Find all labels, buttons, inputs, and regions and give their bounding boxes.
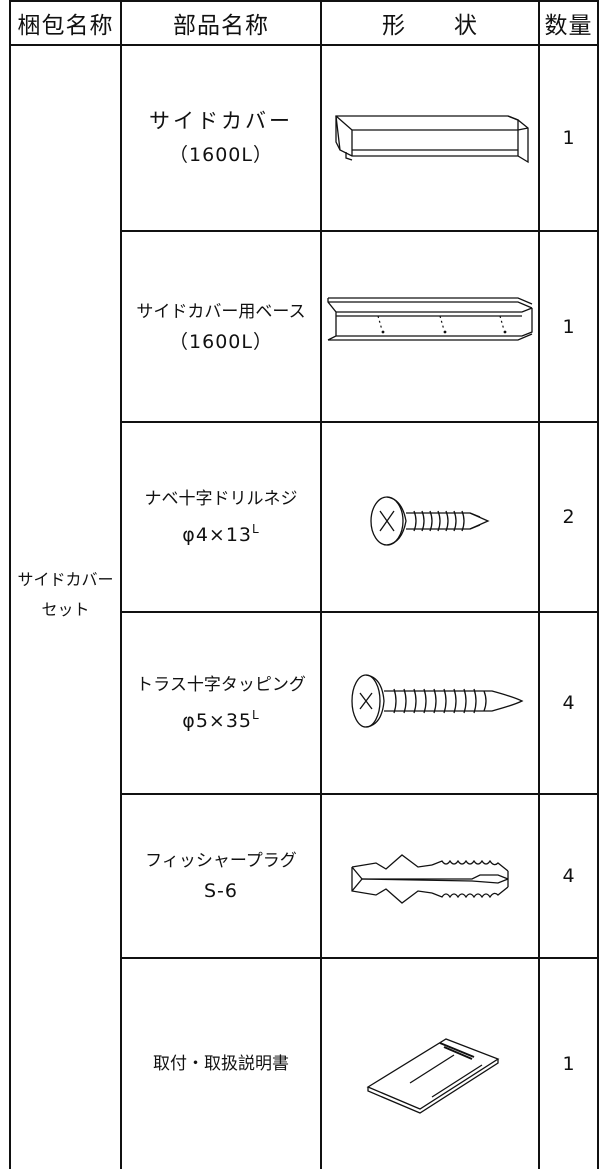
header-package-name-label: 梱包名称 <box>17 13 114 39</box>
quantity-cell: 1 <box>540 959 597 1169</box>
part-name-cell: フィッシャープラグ S-6 <box>122 795 320 957</box>
part-name-size: φ5×35 <box>182 710 253 732</box>
part-name-length-unit: L <box>252 522 260 536</box>
part-name-line2: （1600L） <box>169 330 273 353</box>
shape-cell <box>322 613 538 793</box>
quantity-value: 4 <box>562 865 575 887</box>
package-name-line1: サイドカバー <box>17 570 114 589</box>
package-name-cell: サイドカバー セット <box>11 560 120 630</box>
column-divider-shape <box>538 0 540 1169</box>
quantity-value: 4 <box>562 692 575 714</box>
table-border-top <box>9 0 599 2</box>
header-quantity: 数量 <box>540 2 597 44</box>
quantity-value: 1 <box>562 127 575 149</box>
header-shape: 形 状 <box>322 2 538 44</box>
part-name-line1: サイドカバー用ベース <box>136 301 306 322</box>
side-cover-base-icon <box>327 297 533 341</box>
package-name-line2: セット <box>41 600 90 619</box>
header-part-name: 部品名称 <box>122 2 320 44</box>
shape-cell <box>322 423 538 611</box>
shape-cell <box>322 959 538 1169</box>
drill-screw-icon <box>370 496 490 546</box>
part-name-cell: 取付・取扱説明書 <box>122 959 320 1169</box>
shape-cell <box>322 795 538 957</box>
part-name-cell: ナベ十字ドリルネジ φ4×13L <box>122 423 320 611</box>
quantity-cell: 1 <box>540 232 597 421</box>
part-name-line1: 取付・取扱説明書 <box>153 1054 289 1074</box>
part-name-line2: （1600L） <box>169 144 273 166</box>
row-divider-5 <box>120 957 599 959</box>
part-name-line1: サイドカバー <box>149 109 293 133</box>
table-border-left <box>9 0 11 1169</box>
quantity-value: 2 <box>562 506 575 528</box>
part-name-cell: サイドカバー （1600L） <box>122 46 320 230</box>
header-quantity-label: 数量 <box>544 13 593 39</box>
manual-booklet-icon <box>366 1038 500 1114</box>
table-border-right <box>597 0 599 1169</box>
quantity-cell: 4 <box>540 613 597 793</box>
quantity-cell: 1 <box>540 46 597 230</box>
part-name-line2: S-6 <box>203 880 238 902</box>
part-name-cell: サイドカバー用ベース （1600L） <box>122 232 320 421</box>
part-name-cell: トラス十字タッピング φ5×35L <box>122 613 320 793</box>
tapping-screw-icon <box>351 674 524 728</box>
part-name-length-unit: L <box>252 708 260 722</box>
part-name-line1: トラス十字タッピング <box>136 675 306 695</box>
column-divider-part <box>320 0 322 1169</box>
fischer-plug-icon <box>351 854 509 904</box>
part-name-size: φ4×13 <box>182 524 253 546</box>
row-divider-4 <box>120 793 599 795</box>
header-shape-label: 形 状 <box>382 13 478 39</box>
row-divider-2 <box>120 421 599 423</box>
part-name-line1: ナベ十字ドリルネジ <box>144 489 298 509</box>
header-part-name-label: 部品名称 <box>173 13 269 39</box>
part-name-line1: フィッシャープラグ <box>145 851 297 871</box>
shape-cell <box>322 46 538 230</box>
part-name-line2: φ4×13L <box>182 514 259 550</box>
part-name-line2: φ5×35L <box>182 700 259 736</box>
row-divider-3 <box>120 611 599 613</box>
side-cover-icon <box>335 115 529 164</box>
quantity-value: 1 <box>562 315 575 338</box>
column-divider-package <box>120 0 122 1169</box>
header-divider <box>9 44 599 46</box>
header-package-name: 梱包名称 <box>11 2 120 44</box>
quantity-cell: 4 <box>540 795 597 957</box>
shape-cell <box>322 232 538 421</box>
row-divider-1 <box>120 230 599 232</box>
quantity-value: 1 <box>562 1053 575 1075</box>
quantity-cell: 2 <box>540 423 597 611</box>
